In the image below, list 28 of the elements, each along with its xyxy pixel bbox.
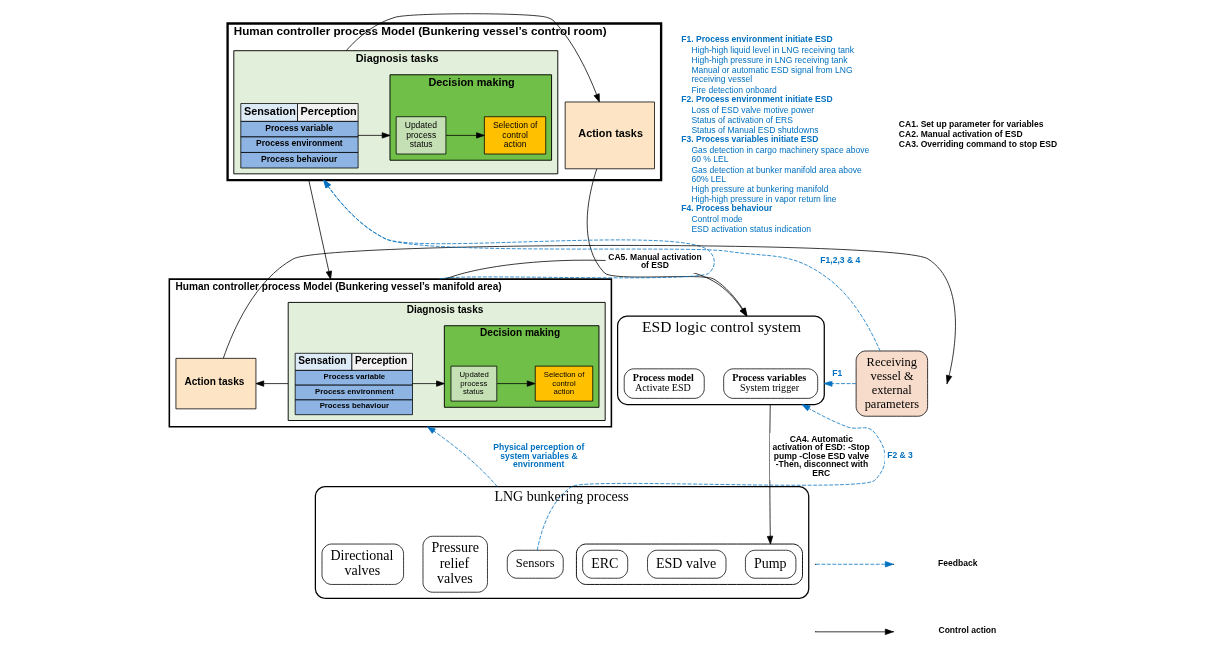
label: Control mode	[690, 214, 743, 225]
label: High-high liquid level in LNG receiving tank	[690, 44, 854, 55]
label: F4. Process behaviour	[680, 203, 772, 214]
label: ESD activation status indication	[690, 224, 811, 235]
label: High-high pressure in LNG receiving tank	[690, 54, 847, 65]
edge-label: F2 & 3	[886, 450, 913, 461]
label: F2. Process environment initiate ESD	[680, 93, 833, 104]
label: Loss of ESD valve motive power	[690, 104, 814, 115]
edge-label: Physical perception of system variables & environment	[492, 442, 584, 470]
label: CA1. Set up parameter for variables	[898, 118, 1043, 129]
label: Status of Manual ESD shutdowns	[690, 124, 819, 135]
label: F1. Process environment initiate ESD	[680, 33, 833, 44]
label: High-high pressure in vapor return line	[690, 194, 837, 205]
label: High pressure at bunkering manifold	[690, 183, 828, 194]
edge-label: F1	[831, 367, 842, 378]
label: CA2. Manual activation of ESD	[898, 128, 1023, 139]
legend-label: Feedback	[937, 557, 977, 568]
label: Gas detection in cargo machinery space above 60 % LEL	[690, 145, 869, 165]
label: Gas detection at bunker manifold area above 60% LEL	[690, 164, 862, 184]
edge-label: F1,2,3 & 4	[819, 255, 860, 266]
label: Fire detection onboard	[690, 84, 777, 95]
label: Manual or automatic ESD signal from LNG receiving vessel	[690, 65, 853, 85]
label: Status of activation of ERS	[690, 114, 793, 125]
legend-label: Control action	[937, 625, 996, 636]
edge-label: CA5. Manual activation of ESD	[607, 251, 702, 271]
label: CA3. Overriding command to stop ESD	[898, 138, 1057, 149]
label: F3. Process variables initiate ESD	[680, 134, 818, 145]
edge-label: CA4. Automatic activation of ESD: -Stop pump -Close ESD valve -Then, disconnect with ERC	[772, 433, 870, 478]
